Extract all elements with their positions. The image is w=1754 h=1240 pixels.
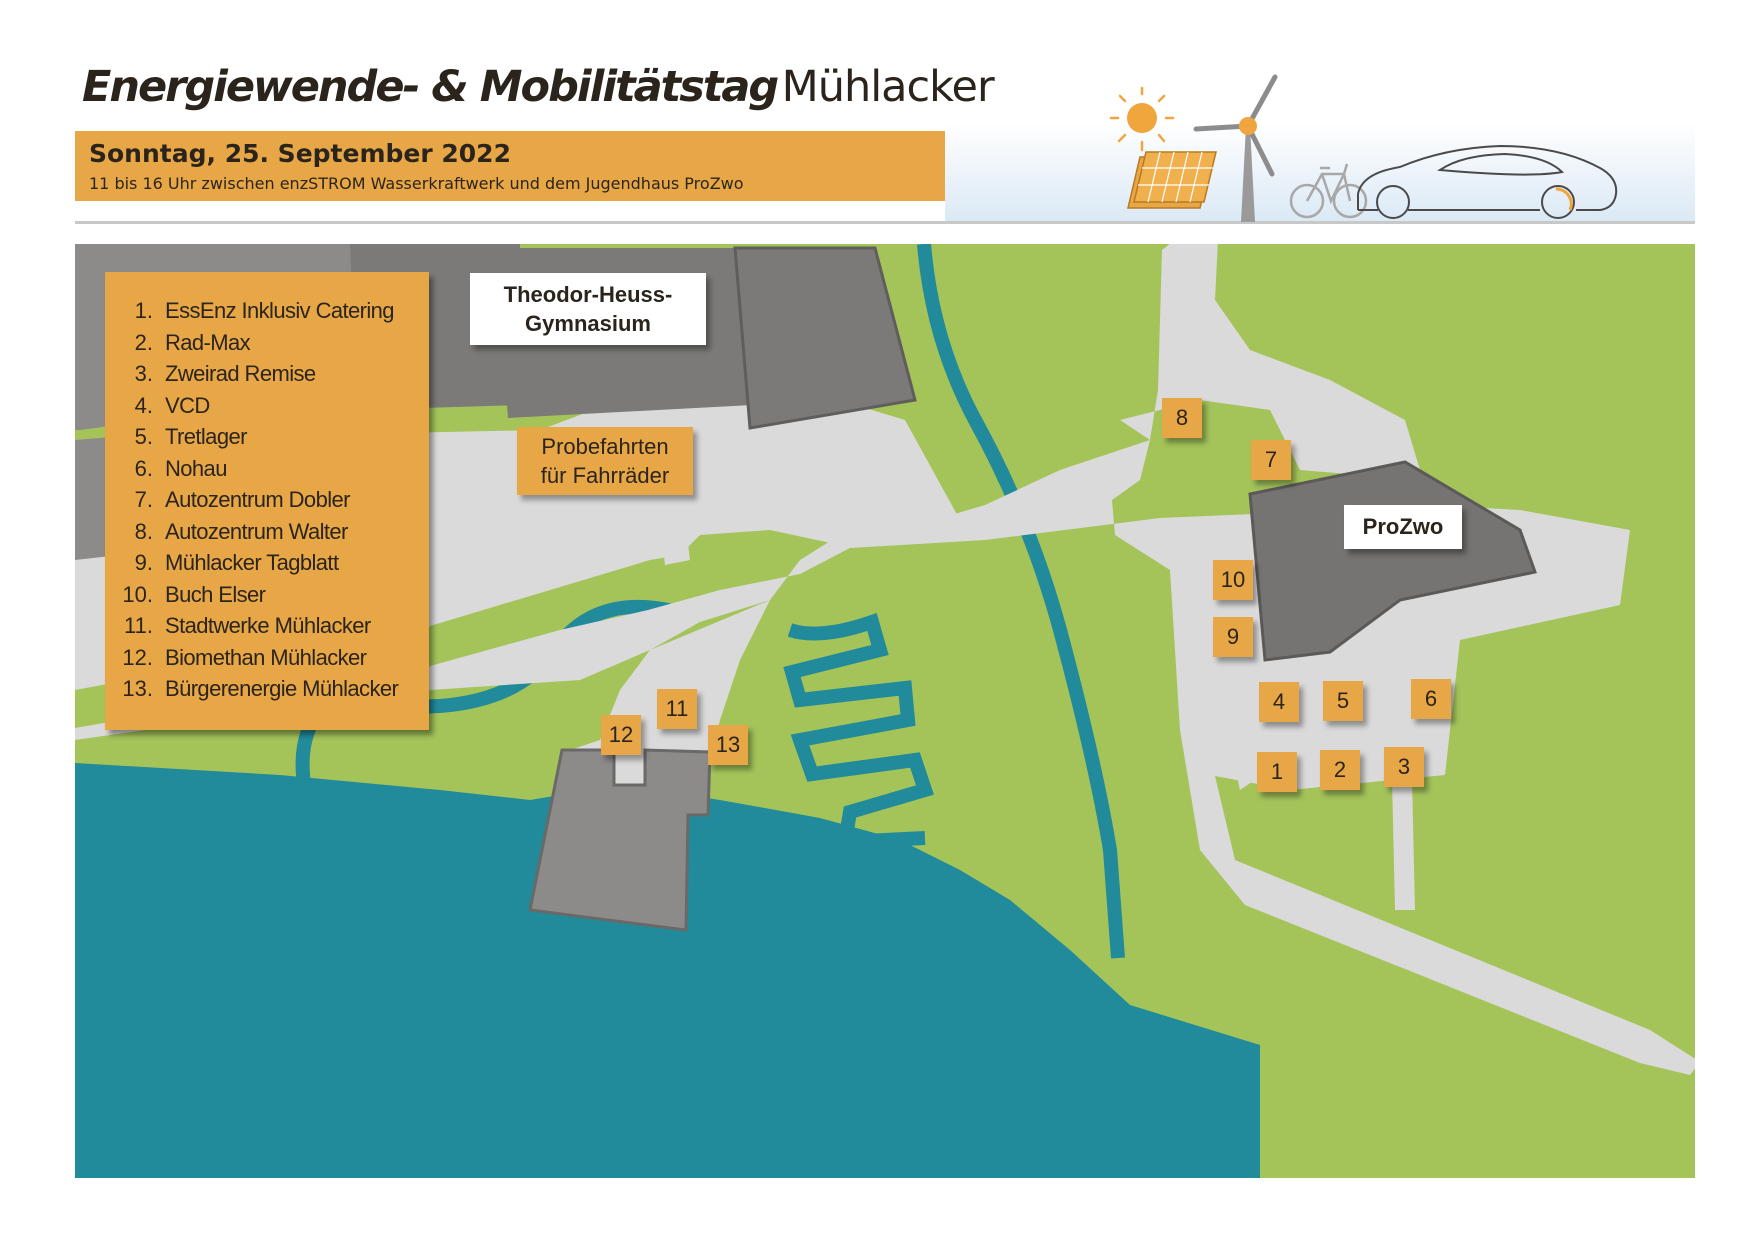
sun-icon <box>1109 86 1175 152</box>
stand-marker-6[interactable]: 6 <box>1411 679 1451 719</box>
legend-item: 13. Bürgerenergie Mühlacker <box>105 676 429 708</box>
legend-number: 2. <box>134 329 153 355</box>
legend-label: Mühlacker Tagblatt <box>165 550 339 575</box>
header-illustration <box>1109 74 1618 222</box>
legend-item: 10. Buch Elser <box>105 582 429 614</box>
legend-number: 8. <box>134 518 153 544</box>
legend-item: 1. EssEnz Inklusiv Catering <box>105 298 429 330</box>
legend-list: 1. EssEnz Inklusiv Catering 2. Rad-Max 3. Z… <box>105 272 429 708</box>
legend-item: 7. Autozentrum Dobler <box>105 487 429 519</box>
bike-test-ride-label: Probefahrten für Fahrräder <box>517 427 693 495</box>
legend-label: EssEnz Inklusiv Catering <box>165 298 395 323</box>
legend-label: Nohau <box>165 455 227 481</box>
legend-label: Autozentrum Walter <box>165 518 348 544</box>
title-bold: Energiewende- & Mobilitätstag <box>82 62 779 112</box>
legend-item: 4. VCD <box>105 393 429 425</box>
legend-item: 9. Mühlacker Tagblatt <box>105 550 429 582</box>
title-town: Mühlacker <box>781 62 995 112</box>
legend-number: 13. <box>122 676 153 701</box>
car-icon <box>1357 144 1618 219</box>
legend-label: Zweirad Remise <box>165 361 316 386</box>
legend-number: 12. <box>122 644 153 670</box>
gymnasium-label-line1: Theodor-Heuss- <box>503 282 673 307</box>
stand-marker-10[interactable]: 10 <box>1213 560 1253 600</box>
legend-label: VCD <box>165 392 210 418</box>
legend-item: 11. Stadtwerke Mühlacker <box>105 613 429 645</box>
date-banner: Sonntag, 25. September 2022 11 bis 16 Uh… <box>75 131 945 201</box>
legend-number: 9. <box>134 550 153 575</box>
legend-label: Rad-Max <box>165 329 251 355</box>
legend-number: 7. <box>134 487 153 512</box>
legend-item: 2. Rad-Max <box>105 330 429 362</box>
legend-item: 8. Autozentrum Walter <box>105 519 429 551</box>
legend-number: 4. <box>134 392 153 418</box>
river-enz <box>75 763 1260 1178</box>
prozwo-label: ProZwo <box>1344 505 1462 549</box>
legend-item: 12. Biomethan Mühlacker <box>105 645 429 677</box>
legend-item: 3. Zweirad Remise <box>105 361 429 393</box>
stand-marker-12[interactable]: 12 <box>601 715 641 755</box>
event-date: Sonntag, 25. September 2022 <box>89 139 511 168</box>
legend-number: 1. <box>134 298 153 323</box>
stand-marker-5[interactable]: 5 <box>1323 681 1363 721</box>
gymnasium-label: Theodor-Heuss- Gymnasium <box>470 273 706 345</box>
event-time-location: 11 bis 16 Uhr zwischen enzSTROM Wasserkr… <box>89 174 744 193</box>
stand-marker-11[interactable]: 11 <box>657 689 697 729</box>
page-title: Energiewende- & Mobilitätstag Mühlacker <box>82 62 995 112</box>
stand-marker-13[interactable]: 13 <box>708 725 748 765</box>
legend-number: 10. <box>122 581 153 607</box>
stand-marker-1[interactable]: 1 <box>1257 752 1297 792</box>
legend-box: 1. EssEnz Inklusiv Catering 2. Rad-Max 3. Z… <box>105 272 429 730</box>
header-divider <box>75 221 1695 224</box>
legend-number: 3. <box>134 361 153 386</box>
stand-marker-7[interactable]: 7 <box>1251 440 1291 480</box>
legend-label: Buch Elser <box>165 581 266 607</box>
legend-number: 5. <box>134 424 153 449</box>
legend-label: Biomethan Mühlacker <box>165 644 367 670</box>
legend-label: Autozentrum Dobler <box>165 487 350 512</box>
stand-marker-2[interactable]: 2 <box>1320 750 1360 790</box>
bicycle-icon <box>1289 163 1368 219</box>
bike-test-ride-line2: für Fahrräder <box>540 463 670 488</box>
prozwo-label-text: ProZwo <box>1362 514 1444 539</box>
legend-item: 5. Tretlager <box>105 424 429 456</box>
solar-panel-icon <box>1127 151 1217 209</box>
stand-marker-4[interactable]: 4 <box>1259 682 1299 722</box>
bike-test-ride-line1: Probefahrten <box>541 434 669 459</box>
legend-label: Bürgerenergie Mühlacker <box>165 676 399 701</box>
legend-number: 6. <box>134 455 153 481</box>
legend-label: Tretlager <box>165 424 247 449</box>
gymnasium-label-line2: Gymnasium <box>525 311 651 336</box>
stand-marker-9[interactable]: 9 <box>1213 617 1253 657</box>
stand-marker-8[interactable]: 8 <box>1162 398 1202 438</box>
legend-label: Stadtwerke Mühlacker <box>165 613 371 638</box>
stand-marker-3[interactable]: 3 <box>1384 747 1424 787</box>
legend-number: 11. <box>124 613 153 638</box>
legend-item: 6. Nohau <box>105 456 429 488</box>
wind-turbine-icon <box>1193 74 1278 222</box>
